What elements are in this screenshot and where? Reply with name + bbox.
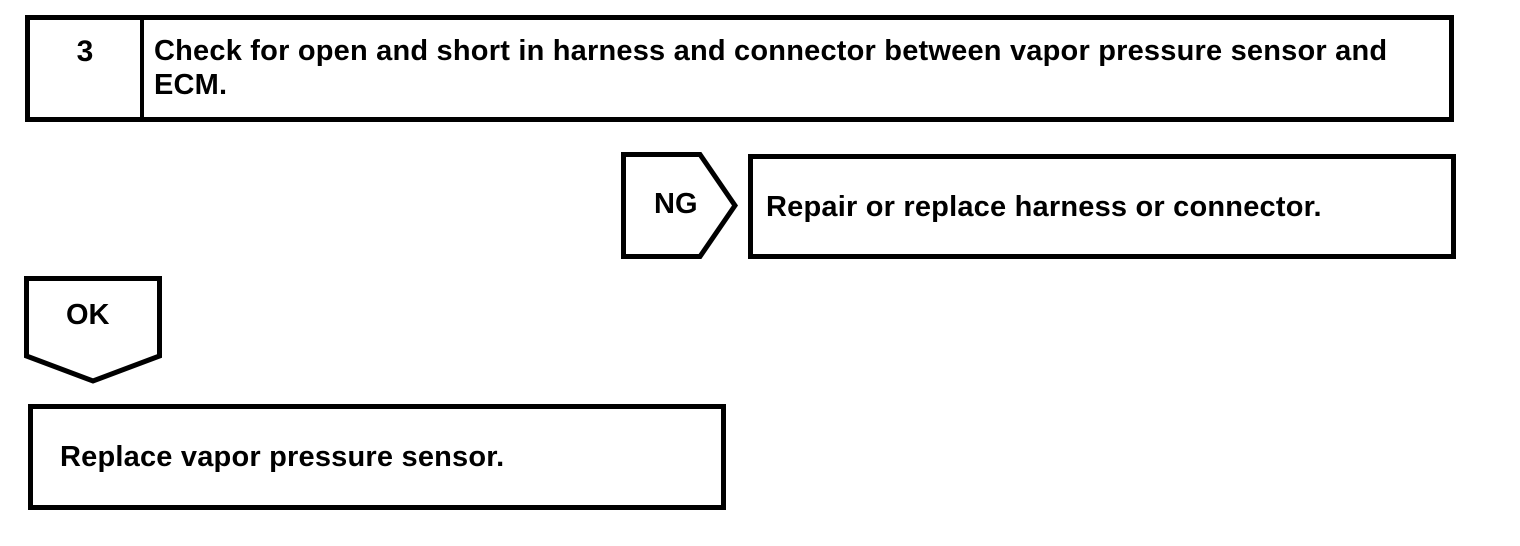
ok-label: OK xyxy=(66,299,110,331)
ok-action-box: Replace vapor pressure sensor. xyxy=(28,404,726,510)
ok-connector-pentagon: OK xyxy=(24,276,162,384)
ok-action-text: Replace vapor pressure sensor. xyxy=(60,441,505,473)
step-number-cell: 3 xyxy=(30,20,144,117)
ng-pentagon-icon xyxy=(621,152,738,259)
step-instruction: Check for open and short in harness and … xyxy=(154,35,1388,101)
ng-connector-pentagon: NG xyxy=(621,152,738,259)
step-number: 3 xyxy=(76,35,94,68)
ng-label: NG xyxy=(654,188,698,220)
ng-action-box: Repair or replace harness or connector. xyxy=(748,154,1456,259)
ok-pentagon-icon xyxy=(24,276,162,384)
step-box: 3 Check for open and short in harness an… xyxy=(25,15,1454,122)
ng-action-text: Repair or replace harness or connector. xyxy=(766,190,1322,223)
